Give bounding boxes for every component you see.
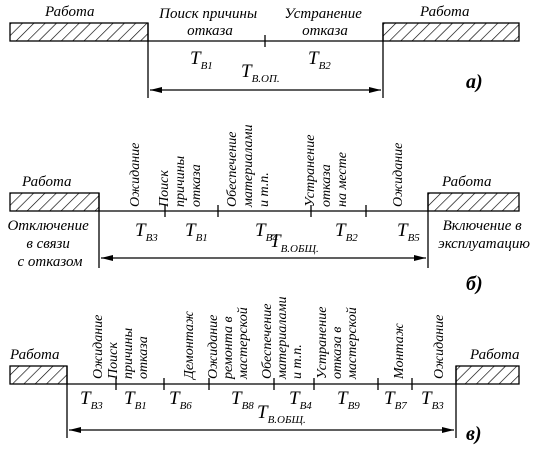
work-bar-right [455,365,520,385]
work-bar-left [9,22,149,42]
search-label: Поиск причины отказа [158,6,261,39]
segment-time-symbol: TВ1 [185,220,208,244]
work-label-right: Работа [441,174,491,190]
panel-label-a: а) [466,71,483,93]
work-label-left: Работа [9,347,59,363]
work-label-left: Работа [44,4,94,20]
diagram-b: Ожидание Поискпричиныотказа Обеспечениемат… [7,125,530,295]
work-bar-right [382,22,520,42]
work-bar-right [427,192,520,212]
t-bobsh-symbol: TВ.ОБЩ. [257,402,306,426]
segment-time-symbol: TВ1 [124,388,147,412]
fix-label: Устранение отказа [284,6,365,39]
t-bobsh-symbol: TВ.ОБЩ. [270,231,319,255]
work-label-left: Работа [21,174,71,190]
t-b1-symbol: TВ1 [190,48,213,72]
t-b2-symbol: TВ2 [308,48,331,72]
activity-label: Ожидание [128,143,143,207]
off-label: Отключение в связи с отказом [7,218,92,270]
activity-label: Ожидание [432,315,447,379]
panel-label-b: б) [466,273,483,295]
activity-label: Монтаж [392,323,407,380]
segment-time-symbol: TВ2 [335,220,358,244]
activity-label: Обеспечениематериаламии т.п. [260,297,305,380]
segment-time-symbol: TВ4 [289,388,312,412]
activity-label: Устранениеотказа вмастерской [315,307,360,380]
panel-label-c: в) [466,423,482,445]
activity-label: Поискпричиныотказа [106,328,151,380]
t-vop-symbol: TВ.ОП. [241,61,280,85]
segment-time-symbol: TВ5 [397,220,420,244]
segment-time-symbol: TВ3 [135,220,158,244]
work-label-right: Работа [469,347,519,363]
segment-ticks [164,205,367,217]
work-label-right: Работа [419,4,469,20]
activity-label: Устранениеотказана месте [303,135,350,207]
segment-symbols: TВ3 TВ1 TВ4 TВ2 TВ5 [135,220,420,244]
segment-ticks [115,378,413,390]
vertical-labels: Ожидание Поискпричиныотказа Обеспечениемат… [128,125,406,208]
activity-label: Ожидание [391,143,406,207]
activity-label: Поискпричиныотказа [157,156,204,208]
work-bar-left [9,192,100,212]
segment-time-symbol: TВ6 [169,388,192,412]
segment-time-symbol: TВ3 [421,388,444,412]
diagram-a: Работа Работа Поиск причины отказа Устра… [9,4,520,98]
segment-time-symbol: TВ7 [384,388,407,412]
activity-label: Ожиданиеремонта вмастерской [206,307,251,380]
segment-time-symbol: TВ4 [255,220,278,244]
segment-time-symbol: TВ9 [337,388,360,412]
activity-label: Демонтаж [182,311,197,381]
on-label: Включение в эксплуатацию [438,218,530,252]
activity-label: Обеспечениематериаламии т.п. [225,125,272,208]
segment-time-symbol: TВ3 [80,388,103,412]
work-bar-left [9,365,68,385]
segment-time-symbol: TВ8 [231,388,254,412]
activity-label: Ожидание [91,315,106,379]
segment-symbols: TВ3 TВ1 TВ6 TВ8 TВ4 TВ9 TВ7 TВ3 [80,388,444,412]
